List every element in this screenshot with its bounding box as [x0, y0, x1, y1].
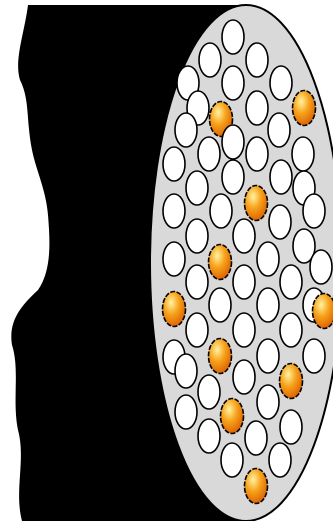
highlighted-cell — [293, 91, 316, 126]
cell — [198, 419, 220, 453]
cell — [246, 43, 268, 77]
cell — [222, 66, 244, 100]
cell — [198, 375, 220, 409]
cell — [199, 43, 221, 77]
cell — [198, 137, 220, 171]
cell — [222, 20, 244, 54]
cell — [163, 242, 185, 276]
cell — [257, 385, 279, 419]
highlighted-cell — [163, 292, 186, 327]
cell — [175, 395, 197, 429]
cell — [186, 313, 208, 347]
cell — [310, 250, 332, 284]
highlighted-cell — [209, 339, 232, 374]
cell — [268, 113, 290, 147]
cell — [186, 219, 208, 253]
cell — [257, 339, 279, 373]
cell — [163, 147, 185, 181]
cell — [186, 171, 208, 205]
cell — [233, 313, 255, 347]
cell — [303, 194, 325, 228]
cell — [222, 125, 244, 159]
cell — [186, 265, 208, 299]
highlighted-cell — [280, 364, 303, 399]
cell — [246, 137, 268, 171]
cell — [163, 194, 185, 228]
highlighted-cell — [221, 399, 244, 434]
cell — [246, 91, 268, 125]
cell — [245, 421, 267, 455]
cell — [280, 313, 302, 347]
cell — [233, 265, 255, 299]
cell — [257, 288, 279, 322]
cell — [210, 194, 232, 228]
cell — [280, 410, 302, 444]
cell — [221, 443, 243, 477]
cell — [269, 205, 291, 239]
highlighted-cell — [245, 469, 268, 504]
cell — [303, 339, 325, 373]
highlighted-cell — [209, 245, 232, 280]
cell — [257, 242, 279, 276]
cell — [292, 137, 314, 171]
cell — [233, 219, 255, 253]
cell — [233, 360, 255, 394]
cell — [270, 66, 292, 100]
highlighted-cell — [245, 186, 268, 221]
cell — [222, 160, 244, 194]
cell — [175, 113, 197, 147]
cell — [269, 443, 291, 477]
cell — [270, 160, 292, 194]
cell — [280, 265, 302, 299]
cell — [209, 288, 231, 322]
cell — [175, 354, 197, 388]
